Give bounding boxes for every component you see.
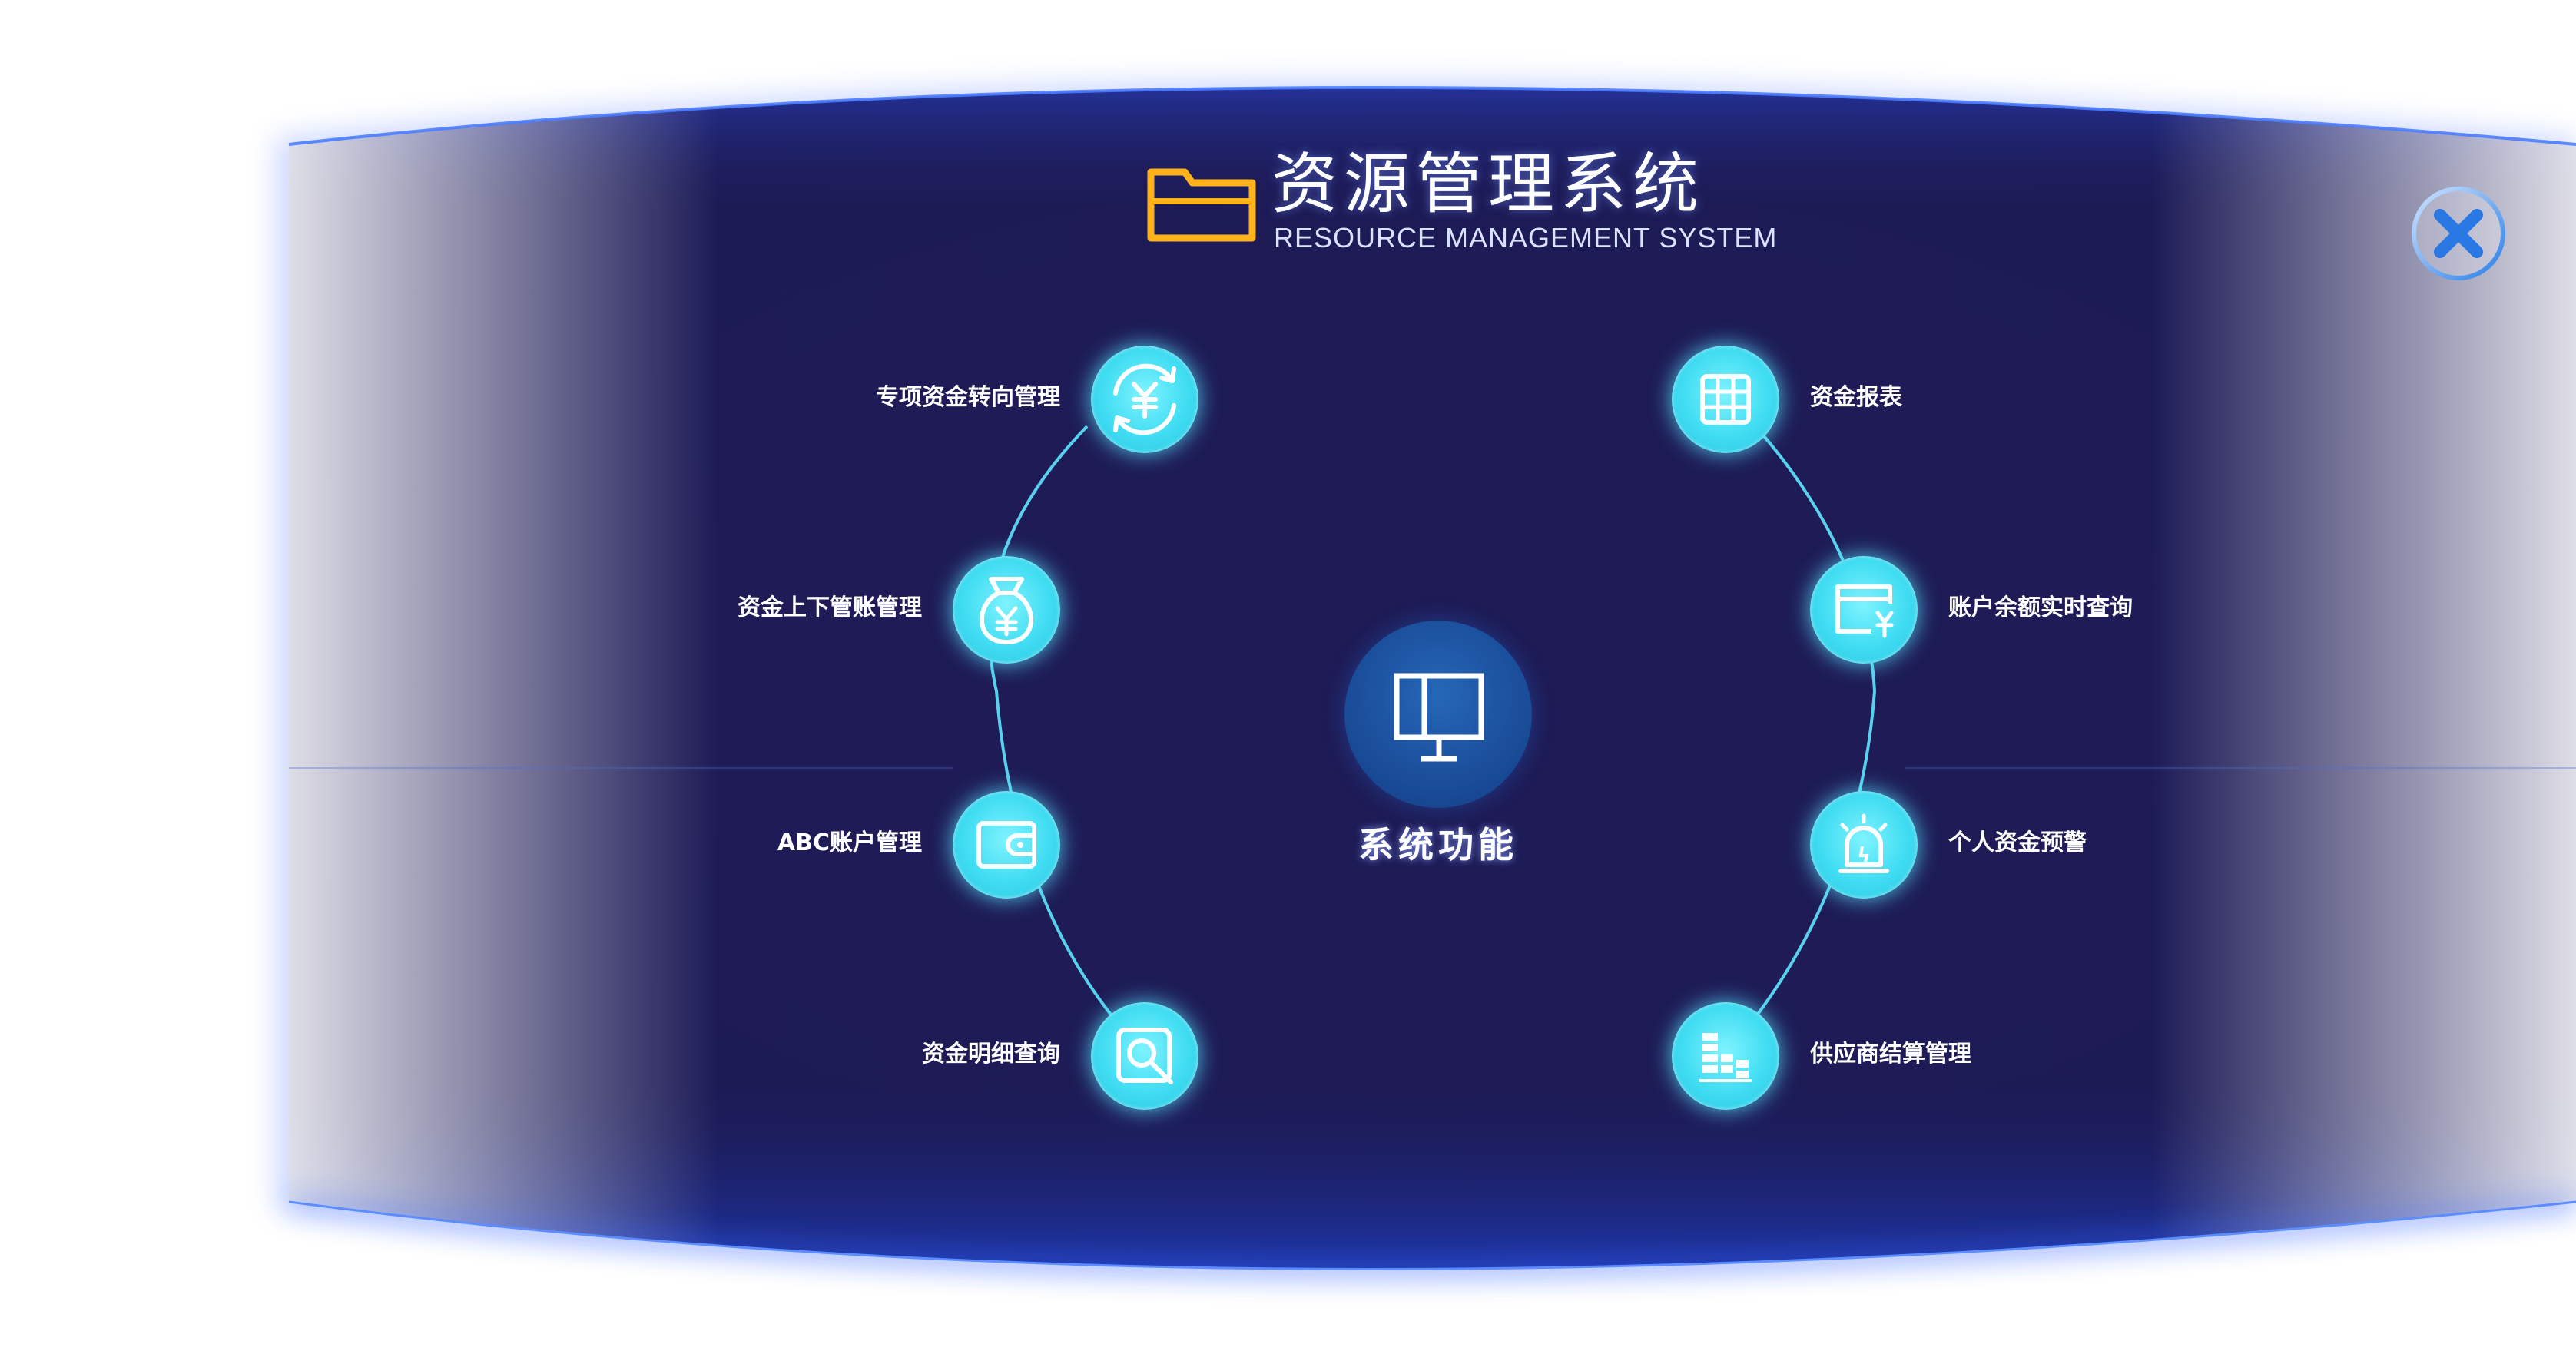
- node-special-fund-button[interactable]: [1091, 346, 1198, 453]
- node-fund-alert-button[interactable]: [1810, 791, 1918, 899]
- card-yuan-icon: [1835, 584, 1894, 638]
- center-system-button[interactable]: [1344, 621, 1532, 808]
- page-subtitle: RESOURCE MANAGEMENT SYSTEM: [1274, 222, 1778, 253]
- money-bag-icon: [980, 577, 1033, 645]
- node-balance-query-button[interactable]: [1810, 556, 1918, 664]
- node-fund-report-button[interactable]: [1672, 346, 1779, 453]
- label-special-fund[interactable]: 专项资金转向管理: [876, 384, 1060, 411]
- node-fund-detail-button[interactable]: [1091, 1002, 1198, 1110]
- node-abc-account-button[interactable]: [953, 791, 1060, 899]
- label-supplier-settlement[interactable]: 供应商结算管理: [1810, 1041, 1971, 1068]
- label-fund-report[interactable]: 资金报表: [1810, 384, 1902, 411]
- label-abc-account[interactable]: ABC账户管理: [777, 829, 922, 856]
- page-title: 资源管理系统: [1271, 146, 1705, 223]
- node-fund-ledger-button[interactable]: [953, 556, 1060, 664]
- close-button[interactable]: [2409, 184, 2508, 283]
- label-fund-alert[interactable]: 个人资金预警: [1948, 829, 2087, 856]
- table-icon: [1700, 374, 1751, 425]
- label-fund-detail[interactable]: 资金明细查询: [922, 1041, 1060, 1068]
- wallet-icon: [976, 821, 1036, 869]
- node-supplier-settlement-button[interactable]: [1672, 1002, 1779, 1110]
- folder-icon: [1147, 168, 1256, 242]
- alarm-light-icon: [1838, 813, 1889, 873]
- label-fund-ledger[interactable]: 资金上下管账管理: [738, 594, 922, 621]
- search-document-icon: [1116, 1028, 1173, 1084]
- center-label: 系统功能: [1358, 824, 1518, 866]
- monitor-icon: [1394, 673, 1484, 762]
- yuan-exchange-icon: [1113, 363, 1176, 435]
- header: 资源管理系统 RESOURCE MANAGEMENT SYSTEM: [1145, 146, 1776, 261]
- close-icon: [2412, 187, 2505, 280]
- label-balance-query[interactable]: 账户余额实时查询: [1948, 594, 2133, 621]
- bar-stack-icon: [1699, 1033, 1752, 1082]
